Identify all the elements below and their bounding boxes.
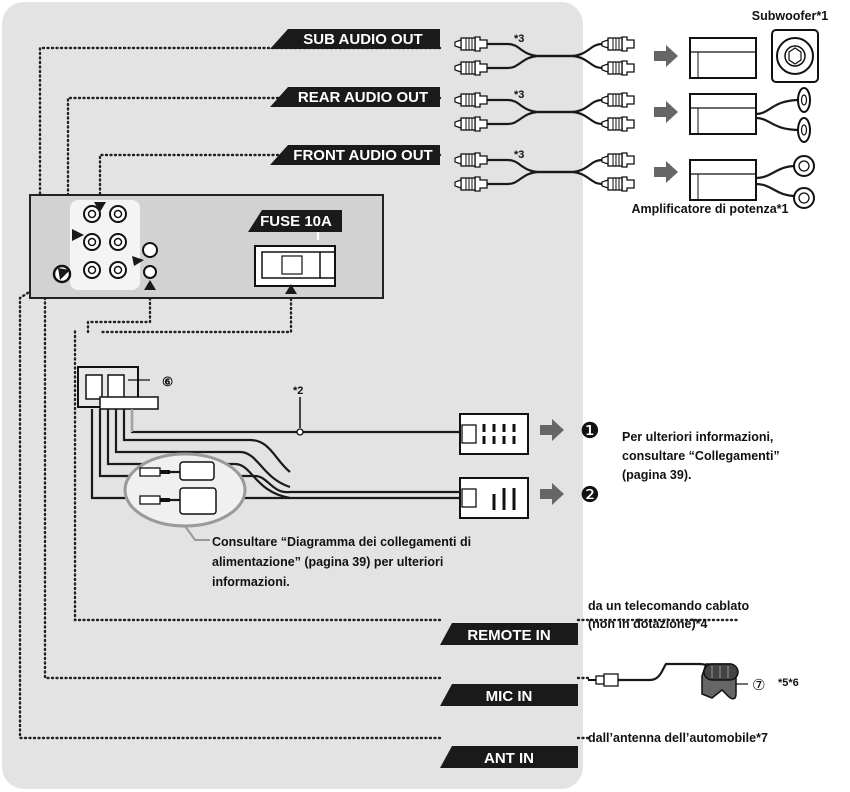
harness-wires bbox=[90, 409, 460, 500]
remote-in-tag: REMOTE IN bbox=[440, 623, 578, 645]
svg-text:Consultare “Diagramma dei coll: Consultare “Diagramma dei collegamenti d… bbox=[212, 535, 471, 549]
amplifier-sub bbox=[689, 37, 757, 79]
svg-text:Per ulteriori informazioni,: Per ulteriori informazioni, bbox=[622, 430, 773, 444]
svg-text:alimentazione” (pagina 39) per: alimentazione” (pagina 39) per ulteriori bbox=[212, 555, 443, 569]
svg-text:informazioni.: informazioni. bbox=[212, 575, 290, 589]
note-2: *2 bbox=[293, 385, 304, 436]
remote-info-text: da un telecomando cablato (non in dotazi… bbox=[588, 599, 750, 631]
fuse-socket bbox=[254, 245, 336, 287]
svg-text:REAR AUDIO OUT: REAR AUDIO OUT bbox=[298, 89, 428, 106]
svg-text:MIC IN: MIC IN bbox=[486, 688, 533, 705]
subwoofer-icon bbox=[771, 29, 819, 83]
sub-audio-out-tag: SUB AUDIO OUT bbox=[270, 29, 440, 49]
connection-info-text: Per ulteriori informazioni, consultare “… bbox=[622, 430, 780, 482]
svg-text:*3: *3 bbox=[514, 89, 524, 101]
rear-rca-cable: *3 bbox=[454, 89, 635, 132]
mic-in-tag: MIC IN bbox=[440, 684, 578, 706]
sub-rca-cable: *3 bbox=[454, 33, 635, 76]
mic-note: *5*6 bbox=[778, 677, 799, 689]
svg-text:⑥: ⑥ bbox=[162, 375, 173, 389]
arrow-to-sub-amp bbox=[654, 45, 678, 67]
amplifier-label: Amplificatore di potenza*1 bbox=[632, 202, 789, 216]
microphone-icon bbox=[588, 662, 748, 700]
svg-text:FRONT AUDIO OUT: FRONT AUDIO OUT bbox=[293, 147, 432, 164]
svg-text:REMOTE IN: REMOTE IN bbox=[467, 627, 550, 644]
unit-arrows bbox=[58, 202, 297, 294]
amplifier-front bbox=[689, 159, 757, 201]
rear-speakers-icon bbox=[755, 87, 811, 143]
svg-text:(non in dotazione)*4: (non in dotazione)*4 bbox=[588, 617, 707, 631]
svg-text:(pagina 39).: (pagina 39). bbox=[622, 468, 691, 482]
svg-text:*3: *3 bbox=[514, 149, 524, 161]
svg-text:SUB AUDIO OUT: SUB AUDIO OUT bbox=[303, 31, 422, 48]
power-plugs bbox=[123, 452, 247, 541]
rca-jacks bbox=[83, 205, 127, 279]
amplifier-rear bbox=[689, 93, 757, 135]
harness-connector: ⑥ bbox=[77, 366, 173, 410]
bullet-2: ❷ bbox=[580, 483, 600, 508]
front-rca-cable: *3 bbox=[454, 149, 635, 192]
subwoofer-label: Subwoofer*1 bbox=[752, 9, 828, 23]
power-info-text: Consultare “Diagramma dei collegamenti d… bbox=[212, 535, 471, 589]
svg-text:da un telecomando cablato: da un telecomando cablato bbox=[588, 599, 750, 613]
head-unit: FUSE 10A bbox=[29, 194, 384, 299]
front-audio-out-tag: FRONT AUDIO OUT bbox=[270, 145, 440, 165]
svg-text:ANT IN: ANT IN bbox=[484, 750, 534, 767]
fuse-tag: FUSE 10A bbox=[248, 210, 342, 240]
bullet-1: ❶ bbox=[580, 419, 600, 444]
signal-routes bbox=[18, 46, 742, 740]
ant-in-tag: ANT IN bbox=[440, 746, 578, 768]
mic-number: ⑦ bbox=[752, 676, 765, 694]
svg-text:*2: *2 bbox=[293, 385, 303, 397]
svg-text:*3: *3 bbox=[514, 33, 524, 45]
antenna-info-text: dall’antenna dell’automobile*7 bbox=[588, 731, 768, 745]
mic-jack bbox=[143, 265, 157, 279]
remote-jack bbox=[142, 242, 158, 258]
arrow-to-front-amp bbox=[654, 161, 678, 183]
plug-connector-1 bbox=[459, 413, 529, 455]
arrow-to-rear-amp bbox=[654, 101, 678, 123]
front-speakers-icon bbox=[755, 155, 815, 209]
svg-text:FUSE 10A: FUSE 10A bbox=[260, 213, 332, 230]
svg-text:consultare “Collegamenti”: consultare “Collegamenti” bbox=[622, 449, 780, 463]
plug-connector-2 bbox=[459, 477, 529, 519]
rear-audio-out-tag: REAR AUDIO OUT bbox=[270, 87, 440, 107]
